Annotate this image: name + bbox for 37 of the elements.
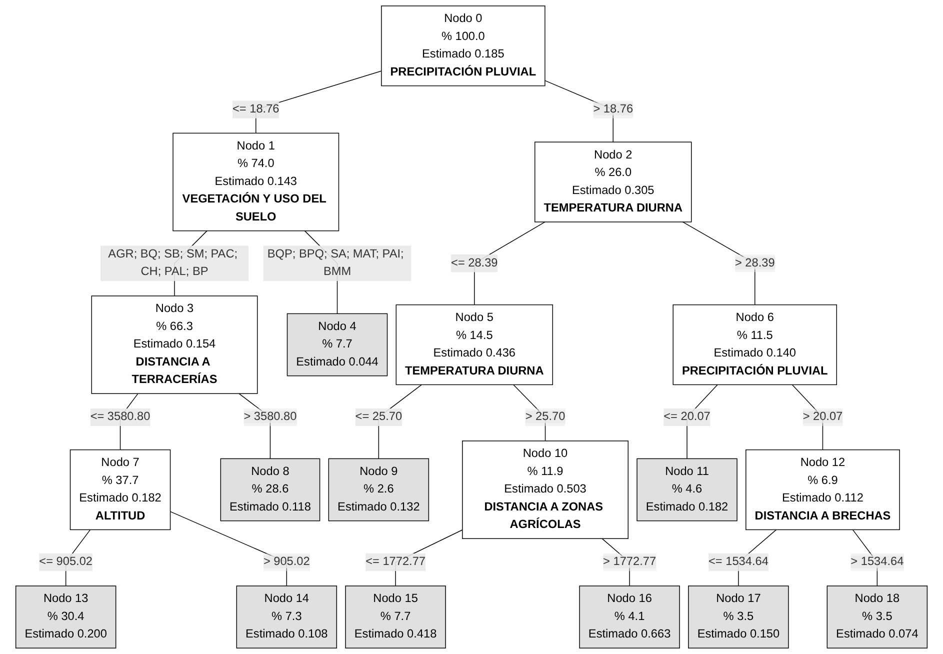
node-box: Nodo 1 % 74.0 Estimado 0.143 VEGETACIÓN Y USO DEL SUELO — [172, 132, 340, 232]
edge-label: <= 905.02 — [39, 556, 92, 568]
node-box: Nodo 11 % 4.6 Estimado 0.182 — [636, 458, 738, 522]
node-box: Nodo 6 % 11.5 Estimado 0.140 PRECIPITACIÓN PLUVIAL — [672, 304, 837, 386]
node-box: Nodo 7 % 37.7 Estimado 0.182 ALTITUD — [70, 449, 171, 530]
edge-label: > 18.76 — [593, 102, 634, 116]
node-box: Nodo 16 % 4.1 Estimado 0.663 — [579, 586, 680, 648]
edge-label: <= 28.39 — [451, 256, 498, 270]
node-box: Nodo 4 % 7.7 Estimado 0.044 — [286, 313, 388, 376]
node-box: Nodo 0 % 100.0 Estimado 0.185 PRECIPITACIÓN PLUVIAL — [381, 6, 546, 86]
edge-label: <= 1772.77 — [366, 556, 426, 568]
edge-label: > 28.39 — [734, 256, 775, 270]
edge-label: <= 18.76 — [232, 102, 280, 116]
edge-label: <= 25.70 — [355, 410, 402, 424]
edge-label: <= 20.07 — [664, 410, 710, 424]
node-box: Nodo 15 % 7.7 Estimado 0.418 — [345, 586, 446, 648]
node-box: Nodo 9 % 2.6 Estimado 0.132 — [328, 458, 430, 522]
edge-label: BQP; BPQ; SA; MAT; PAI; BMM — [267, 248, 404, 278]
node-box: Nodo 10 % 11.9 Estimado 0.503 DISTANCIA A ZONAS AGRÍCOLAS — [462, 440, 628, 539]
node-box: Nodo 5 % 14.5 Estimado 0.436 TEMPERATURA DIURNA — [396, 304, 554, 386]
node-box: Nodo 2 % 26.0 Estimado 0.305 TEMPERATURA DIURNA — [534, 142, 692, 222]
edge-label: > 1534.64 — [850, 556, 904, 568]
node-box: Nodo 14 % 7.3 Estimado 0.108 — [236, 586, 338, 648]
node-box: Nodo 3 % 66.3 Estimado 0.154 DISTANCIA A TERRACERÍAS — [91, 296, 258, 394]
edge-label: > 20.07 — [802, 410, 843, 424]
node-box: Nodo 13 % 30.4 Estimado 0.200 — [15, 586, 116, 648]
edge-label: > 905.02 — [263, 556, 310, 568]
edge-label: AGR; BQ; SB; SM; PAC; CH; PAL; BP — [108, 248, 238, 278]
edge-label: <= 3580.80 — [90, 410, 150, 424]
edge-label: > 1772.77 — [603, 556, 656, 568]
edge-label: <= 1534.64 — [708, 556, 768, 568]
node-box: Nodo 12 % 6.9 Estimado 0.112 DISTANCIA A BRECHAS — [746, 449, 900, 530]
node-box: Nodo 18 % 3.5 Estimado 0.074 — [826, 586, 928, 648]
edge-label: > 25.70 — [525, 410, 566, 424]
edge-label: > 3580.80 — [244, 410, 297, 424]
node-box: Nodo 8 % 28.6 Estimado 0.118 — [220, 458, 320, 522]
node-box: Nodo 17 % 3.5 Estimado 0.150 — [688, 586, 789, 648]
